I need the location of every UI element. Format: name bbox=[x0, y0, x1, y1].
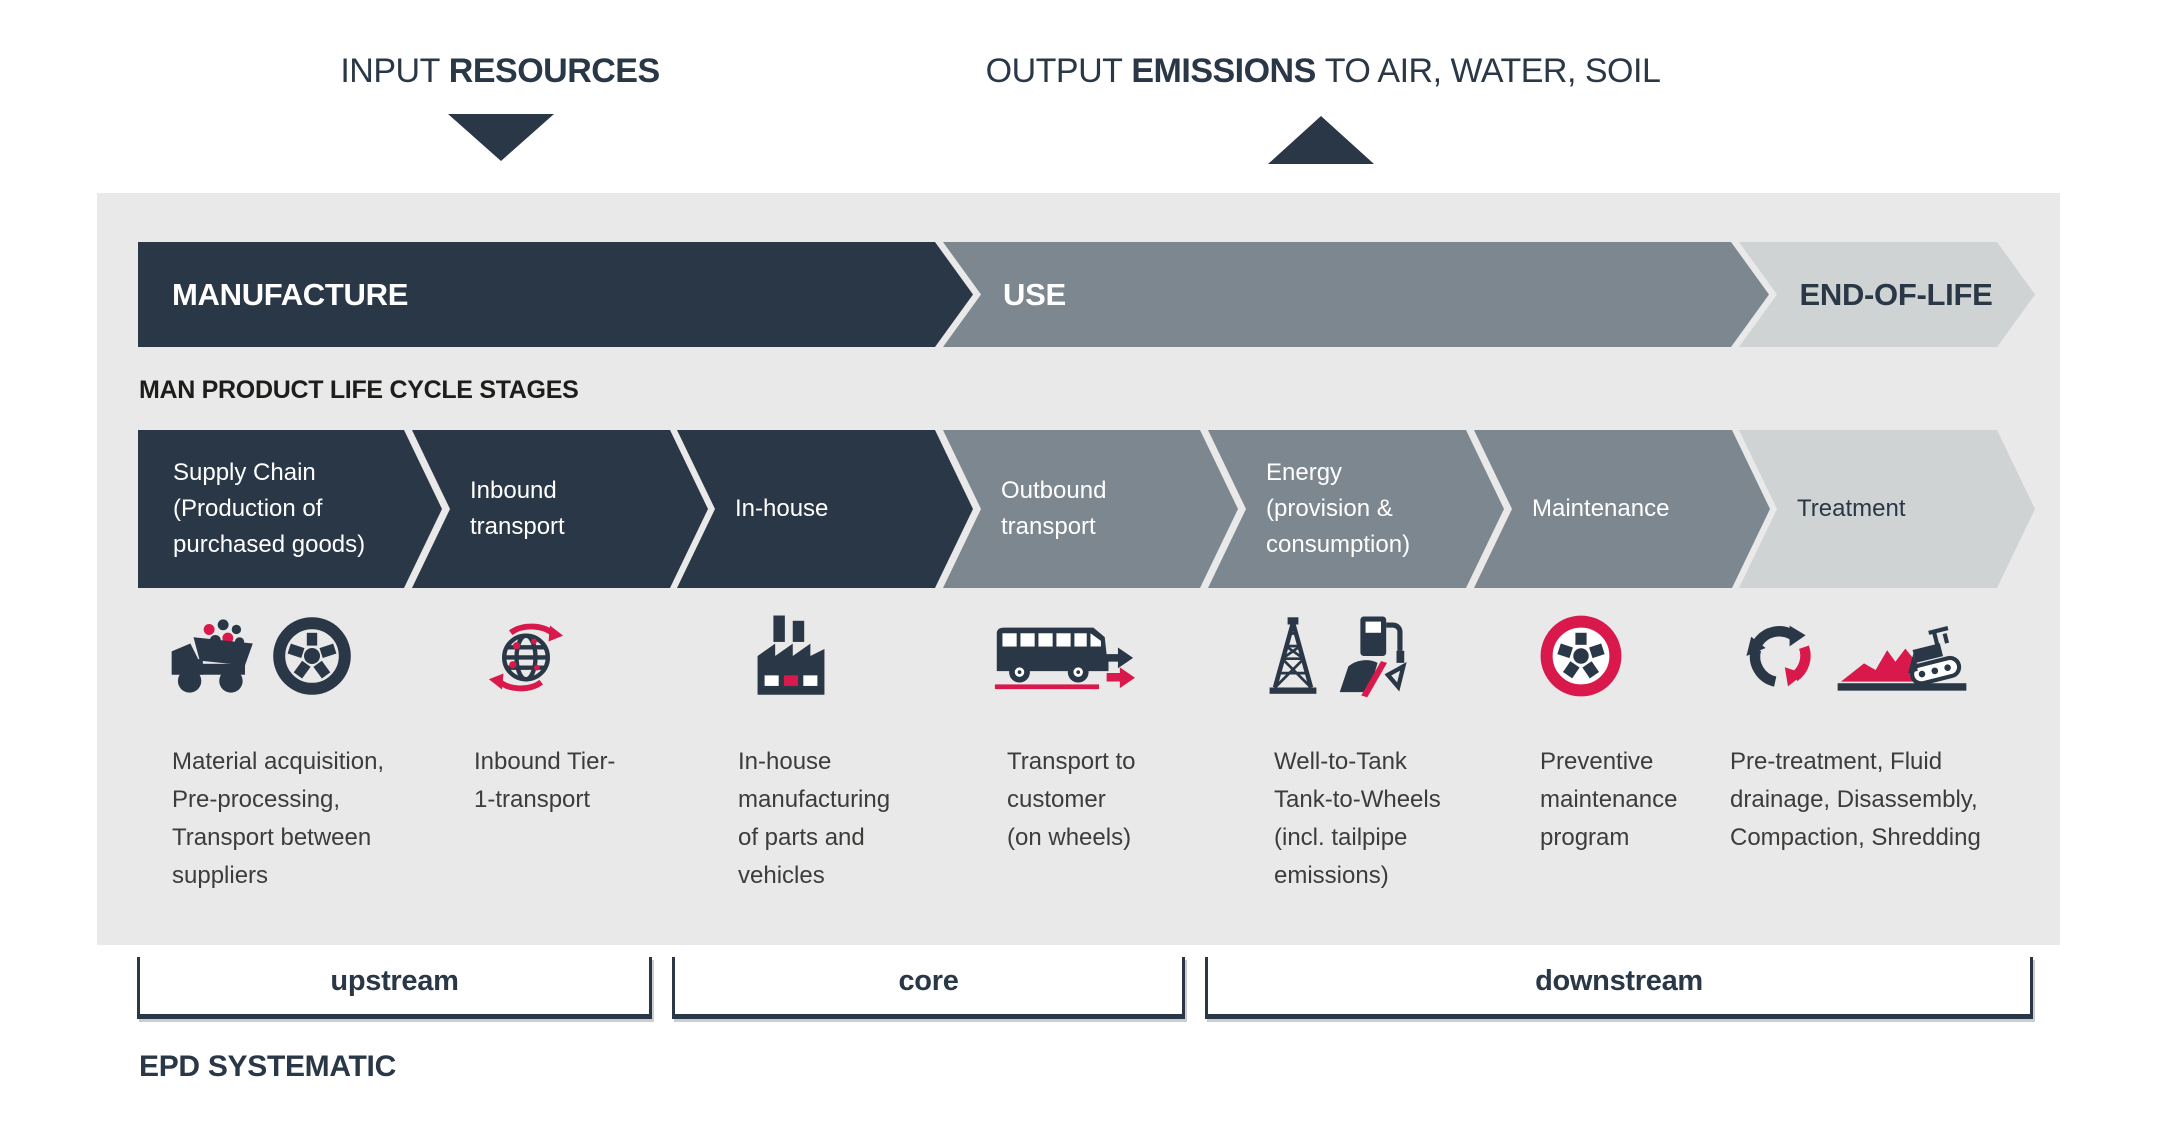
substage-arrow-outbound: Outbound transport bbox=[943, 430, 1238, 588]
input-arrow-down-icon bbox=[448, 114, 554, 161]
substage-arrow-supply-chain: Supply Chain (Production of purchased go… bbox=[138, 430, 442, 588]
panel-subtitle: MAN PRODUCT LIFE CYCLE STAGES bbox=[139, 376, 579, 404]
output-label-prefix: OUTPUT bbox=[985, 52, 1123, 90]
tire-icon bbox=[273, 617, 351, 695]
description-supply-chain: Material acquisition, Pre-processing, Tr… bbox=[172, 748, 385, 889]
recycle-icon bbox=[1746, 625, 1811, 687]
output-emissions-label: OUTPUT EMISSIONS TO AIR, WATER, SOIL bbox=[986, 52, 1661, 91]
bus-transport-icon bbox=[994, 627, 1135, 690]
stage-arrow-manufacture: MANUFACTURE bbox=[138, 242, 973, 347]
oil-derrick-icon bbox=[1269, 617, 1317, 694]
description-energy: Well-to-Tank Tank-to-Wheels (incl. tailp… bbox=[1274, 748, 1441, 889]
icons-energy bbox=[1266, 612, 1414, 700]
input-label-normal: INPUT bbox=[340, 52, 440, 90]
description-treatment: Pre-treatment, Fluid drainage, Disassemb… bbox=[1730, 748, 1981, 851]
fuel-pump-gauge-icon bbox=[1339, 616, 1407, 698]
icons-in-house bbox=[746, 612, 836, 700]
output-label-suffix: TO AIR, WATER, SOIL bbox=[1324, 52, 1661, 90]
description-outbound: Transport to customer (on wheels) bbox=[1007, 748, 1136, 851]
icons-inbound bbox=[486, 612, 566, 700]
input-resources-label: INPUT RESOURCES bbox=[340, 52, 660, 91]
output-label-bold: EMISSIONS bbox=[1131, 52, 1316, 90]
globe-orbit-icon bbox=[488, 623, 564, 692]
description-inbound: Inbound Tier- 1-transport bbox=[474, 748, 616, 813]
bracket-core: core bbox=[672, 957, 1185, 1019]
compactor-icon bbox=[1837, 626, 1967, 691]
stage-label: END-OF-LIFE bbox=[1799, 276, 1993, 312]
substage-label: In-house bbox=[735, 495, 829, 522]
substage-label: Inbound transport bbox=[470, 477, 565, 540]
description-in-house: In-house manufacturing of parts and vehi… bbox=[738, 748, 891, 889]
bracket-label: downstream bbox=[1535, 965, 1703, 997]
icons-supply-chain bbox=[170, 612, 352, 700]
maintenance-tire-icon bbox=[1540, 615, 1622, 697]
substage-label: Treatment bbox=[1797, 495, 1906, 522]
substage-label: Maintenance bbox=[1532, 495, 1670, 522]
substage-label: Supply Chain (Production of purchased go… bbox=[173, 459, 366, 558]
substage-arrow-energy: Energy (provision & consumption) bbox=[1208, 430, 1504, 588]
substage-arrow-in-house: In-house bbox=[677, 430, 973, 588]
factory-icon bbox=[757, 615, 825, 695]
bracket-label: upstream bbox=[330, 965, 459, 997]
stage-arrow-end-of-life: END-OF-LIFE bbox=[1739, 242, 2035, 347]
icons-maintenance bbox=[1538, 612, 1624, 700]
stage-arrow-use: USE bbox=[943, 242, 1769, 347]
description-maintenance: Preventive maintenance program bbox=[1540, 748, 1678, 851]
stage-label: USE bbox=[1003, 276, 1066, 312]
output-arrow-up-icon bbox=[1268, 116, 1374, 164]
input-label-bold: RESOURCES bbox=[448, 52, 660, 90]
bracket-upstream: upstream bbox=[137, 957, 652, 1019]
stage-label: MANUFACTURE bbox=[172, 276, 409, 312]
epd-systematic-label: EPD SYSTEMATIC bbox=[139, 1050, 396, 1083]
substage-arrow-treatment: Treatment bbox=[1739, 430, 2035, 588]
icons-outbound bbox=[993, 612, 1135, 700]
substage-arrow-maintenance: Maintenance bbox=[1474, 430, 1770, 588]
substage-label: Energy (provision & consumption) bbox=[1266, 459, 1411, 558]
bracket-downstream: downstream bbox=[1205, 957, 2033, 1019]
dump-truck-icon bbox=[171, 619, 253, 693]
bracket-label: core bbox=[898, 965, 959, 997]
icons-treatment bbox=[1740, 612, 1968, 700]
substage-label: Outbound transport bbox=[1001, 477, 1107, 540]
substage-arrow-inbound: Inbound transport bbox=[412, 430, 708, 588]
